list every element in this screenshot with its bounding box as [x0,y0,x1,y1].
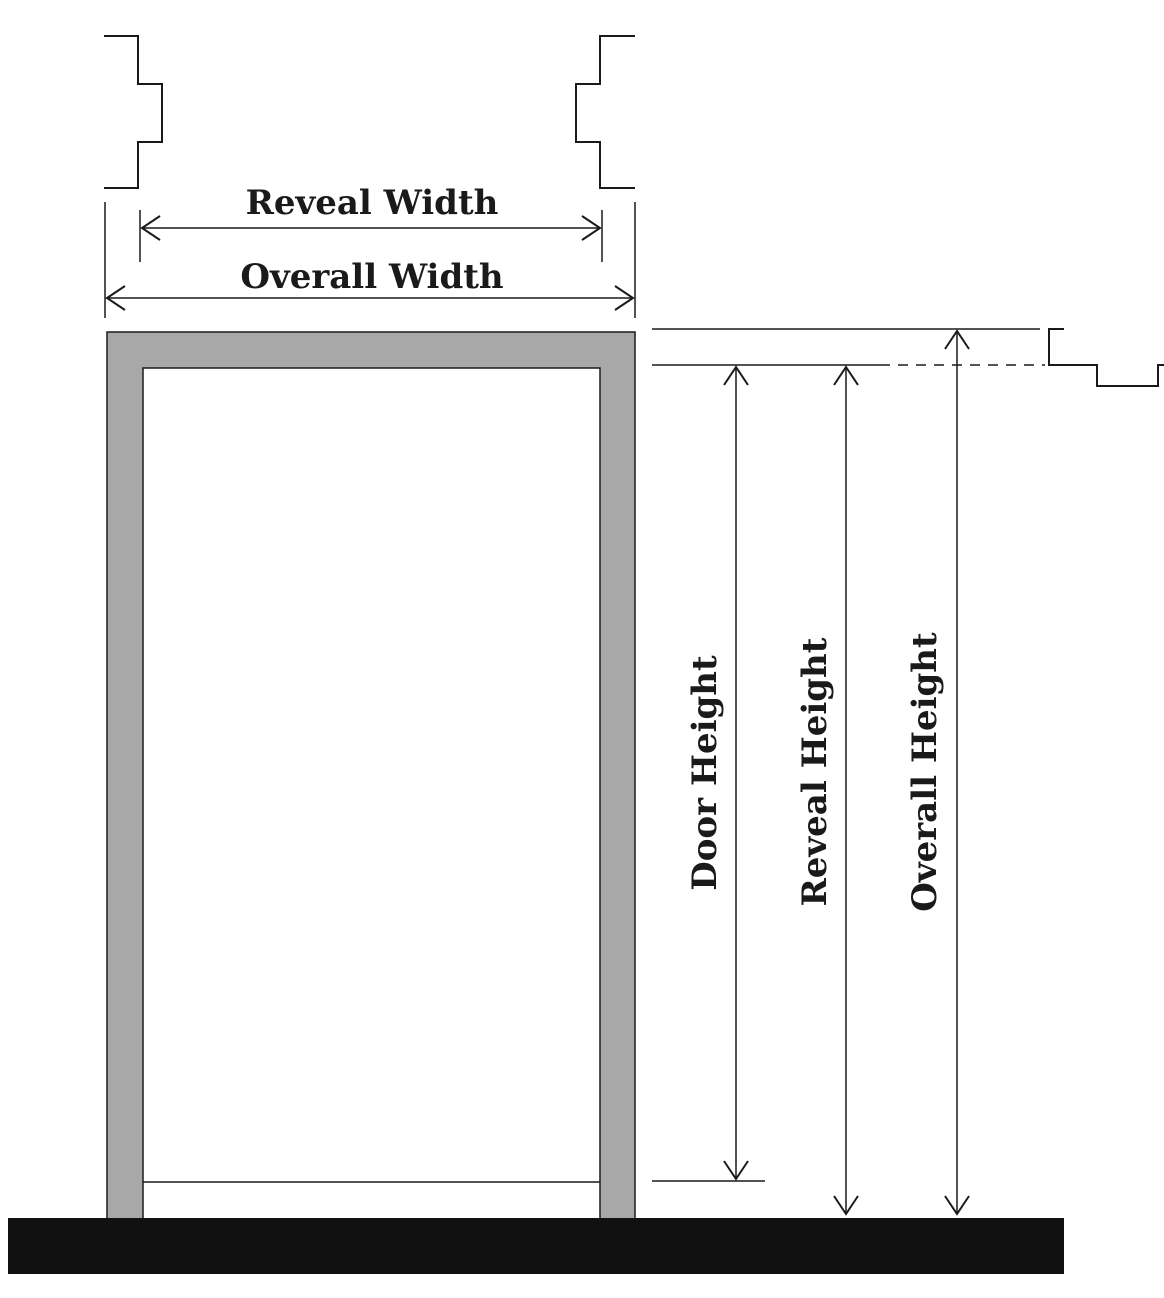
door-height-label: Door Height [685,655,725,891]
right-side-wall-profile [1048,328,1164,387]
reveal-width-label: Reveal Width [246,183,499,223]
overall-width-dimension: Overall Width [105,257,635,311]
door-height-dimension: Door Height [685,365,749,1181]
overall-height-dimension: Overall Height [905,329,970,1216]
reveal-width-dimension: Reveal Width [140,183,602,241]
door-frame [106,331,636,1223]
right-wall-profile [575,35,635,189]
left-wall-profile [104,35,163,189]
overall-width-label: Overall Width [240,257,503,297]
reveal-height-dimension: Reveal Height [795,365,859,1216]
overall-height-label: Overall Height [905,632,945,912]
floor-slab [8,1218,1064,1274]
reveal-height-label: Reveal Height [795,637,835,906]
